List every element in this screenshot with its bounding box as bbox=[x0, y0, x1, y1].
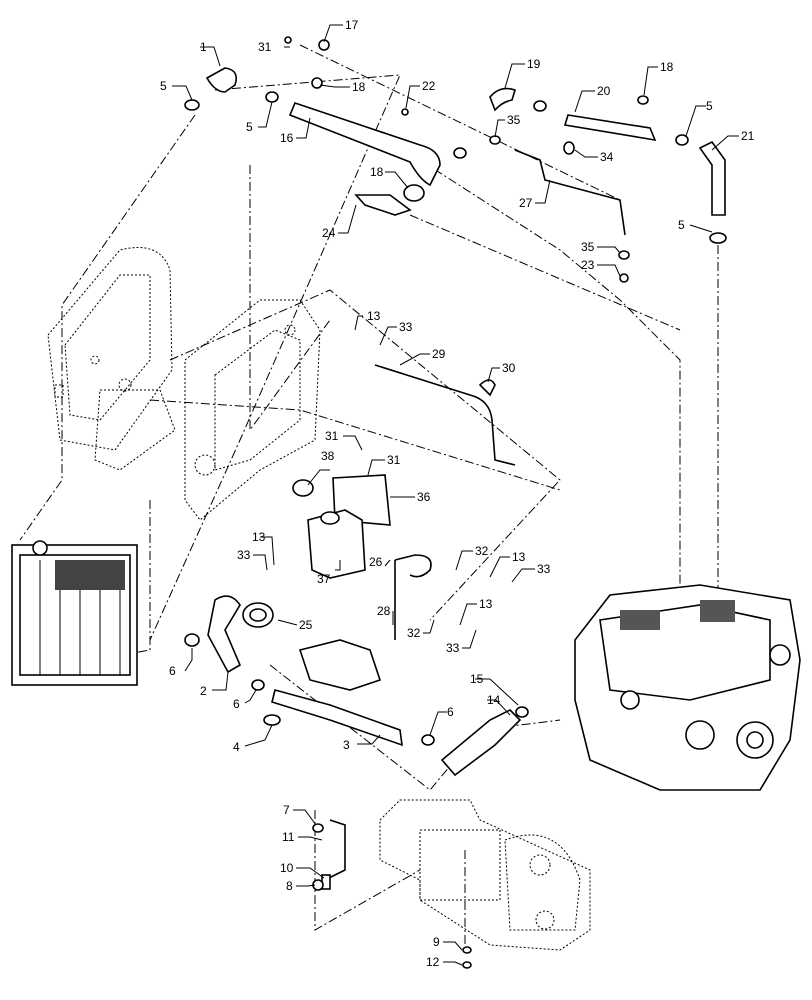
callout-8: 8 bbox=[286, 879, 293, 893]
callout-37: 37 bbox=[317, 572, 331, 586]
callout-4: 4 bbox=[233, 740, 240, 754]
callout-38: 38 bbox=[321, 449, 335, 463]
drain-hose bbox=[312, 819, 472, 969]
callout-32-b: 32 bbox=[407, 626, 421, 640]
callout-7: 7 bbox=[283, 803, 290, 817]
callout-12: 12 bbox=[426, 955, 440, 969]
callout-26: 26 bbox=[369, 555, 383, 569]
callout-31-b: 31 bbox=[325, 429, 339, 443]
callout-3: 3 bbox=[343, 738, 350, 752]
callout-10: 10 bbox=[280, 861, 294, 875]
callout-9: 9 bbox=[433, 935, 440, 949]
callout-30: 30 bbox=[502, 361, 516, 375]
callout-13-d: 13 bbox=[479, 597, 493, 611]
callout-17: 17 bbox=[345, 18, 359, 32]
callout-31-c: 31 bbox=[387, 453, 401, 467]
callout-29: 29 bbox=[432, 347, 446, 361]
callout-28: 28 bbox=[377, 604, 391, 618]
callout-5-b: 5 bbox=[246, 120, 253, 134]
callout-16: 16 bbox=[280, 131, 294, 145]
lower-hoses bbox=[184, 595, 529, 777]
callout-13-a: 13 bbox=[367, 309, 381, 323]
callout-34: 34 bbox=[600, 150, 614, 164]
callout-18-c: 18 bbox=[660, 60, 674, 74]
callout-22: 22 bbox=[422, 79, 436, 93]
callout-20: 20 bbox=[597, 84, 611, 98]
callout-2: 2 bbox=[200, 684, 207, 698]
callout-21: 21 bbox=[741, 129, 755, 143]
callout-5-a: 5 bbox=[160, 79, 167, 93]
middle-parts bbox=[292, 364, 516, 640]
callout-19: 19 bbox=[527, 57, 541, 71]
callout-31-a: 31 bbox=[258, 40, 272, 54]
callout-5-d: 5 bbox=[678, 218, 685, 232]
callout-33-b: 33 bbox=[237, 548, 251, 562]
frame-center-panel bbox=[184, 299, 321, 521]
callout-15: 15 bbox=[470, 672, 484, 686]
callout-27: 27 bbox=[519, 196, 533, 210]
frame-bottom-panel bbox=[379, 799, 591, 951]
callout-14: 14 bbox=[487, 693, 501, 707]
callout-24: 24 bbox=[322, 226, 336, 240]
callout-labels: 1 2 3 4 5 5 5 5 6 6 6 7 8 9 10 11 12 13 … bbox=[160, 18, 755, 969]
callout-11: 11 bbox=[282, 830, 295, 844]
callout-32-a: 32 bbox=[475, 544, 489, 558]
callout-25: 25 bbox=[299, 618, 313, 632]
leader-lines bbox=[172, 24, 739, 966]
callout-18-b: 18 bbox=[370, 165, 384, 179]
callout-1: 1 bbox=[200, 40, 207, 54]
callout-35-b: 35 bbox=[581, 240, 595, 254]
callout-6-a: 6 bbox=[169, 664, 176, 678]
callout-18-a: 18 bbox=[352, 80, 366, 94]
callout-36: 36 bbox=[417, 490, 431, 504]
callout-6-c: 6 bbox=[447, 705, 454, 719]
callout-6-b: 6 bbox=[233, 697, 240, 711]
callout-13-c: 13 bbox=[512, 550, 526, 564]
callout-35-a: 35 bbox=[507, 113, 521, 127]
callout-13-b: 13 bbox=[252, 530, 266, 544]
engine bbox=[574, 584, 801, 791]
callout-33-c: 33 bbox=[537, 562, 551, 576]
callout-23: 23 bbox=[581, 258, 595, 272]
callout-33-d: 33 bbox=[446, 641, 460, 655]
clamps bbox=[184, 36, 727, 283]
frame-left-panel bbox=[47, 247, 176, 471]
top-hoses bbox=[205, 67, 726, 236]
callout-33-a: 33 bbox=[399, 320, 413, 334]
callout-5-c: 5 bbox=[706, 99, 713, 113]
radiator bbox=[11, 540, 138, 686]
